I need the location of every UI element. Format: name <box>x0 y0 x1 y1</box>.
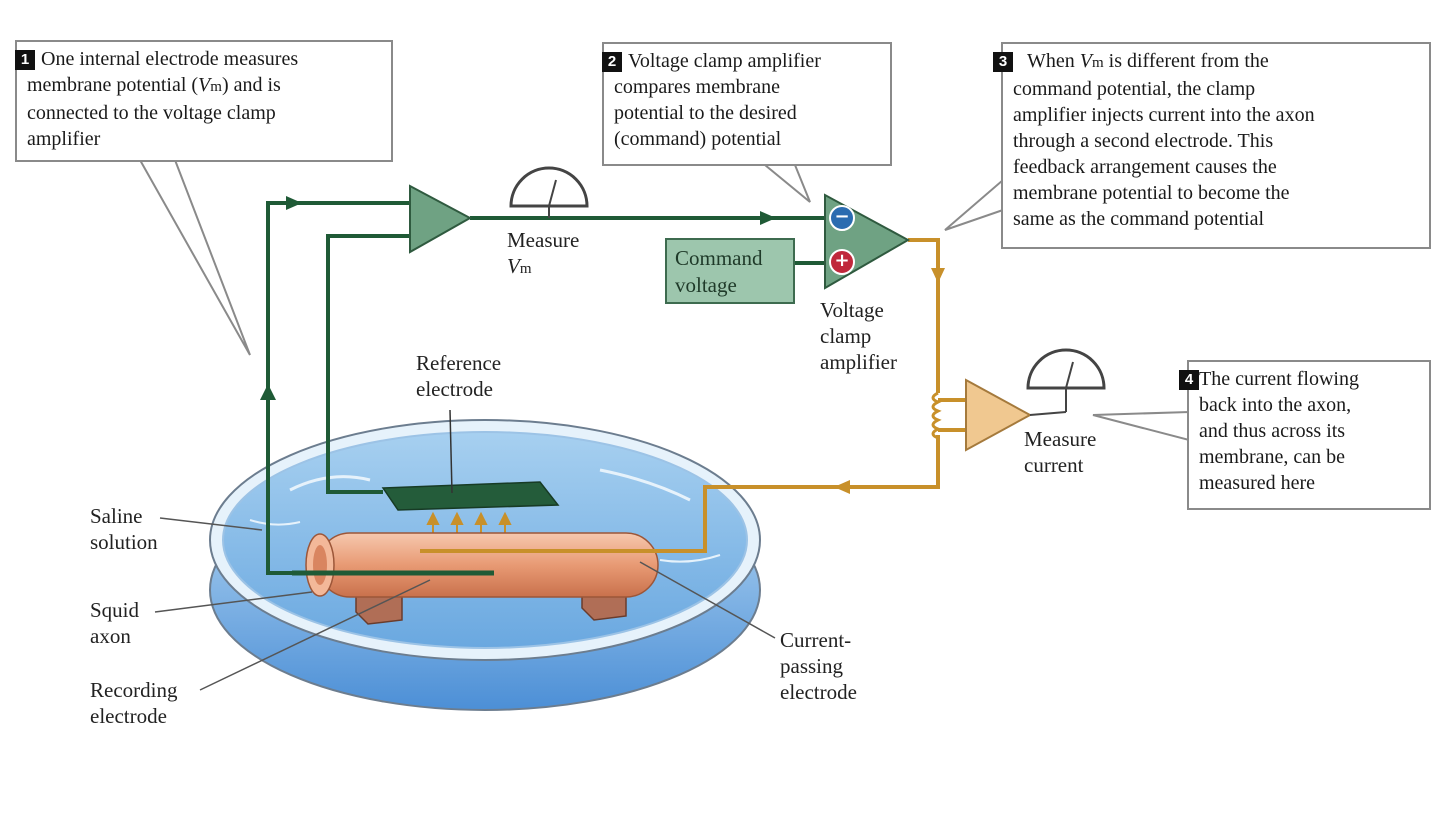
measure-vm-sub: m <box>519 261 532 277</box>
reference-line-1: Reference <box>416 351 502 375</box>
plus-badge <box>829 249 855 275</box>
callout-3-line-4: through a second electrode. This <box>1013 130 1274 152</box>
callout-3-line-5: feedback arrangement causes the <box>1013 156 1277 178</box>
callout-1-line-1: One internal electrode measures <box>41 48 299 70</box>
step-number-3: 3 <box>993 52 1013 72</box>
current-passing-line-3: electrode <box>780 680 857 704</box>
step-number-4: 4 <box>1179 370 1199 390</box>
current-arrows <box>426 511 512 540</box>
recording-electrode-label: Recording electrode <box>90 677 177 729</box>
squid-axon-label: Squid axon <box>90 597 139 649</box>
measure-current-label: Measure current <box>1024 426 1096 478</box>
callout-2-line-1: Voltage clamp amplifier <box>628 50 821 72</box>
orange-arrowheads <box>834 268 945 494</box>
current-passing-line-1: Current- <box>780 628 852 652</box>
squid-line-1: Squid <box>90 598 140 622</box>
label-leaders <box>154 517 776 691</box>
minus-sign: − <box>834 206 850 227</box>
callout-4-line-5: measured here <box>1199 472 1316 494</box>
saline-line-2: solution <box>90 530 158 554</box>
recording-line-2: electrode <box>90 704 167 728</box>
callout-4: 4 The current flowing back into the axon… <box>1179 360 1431 510</box>
callout-1-line-2a: membrane potential ( <box>27 74 199 96</box>
current-passing-line-2: passing <box>780 654 843 678</box>
amplifier-line-1: Voltage <box>820 298 884 322</box>
command-voltage-line-1: Command <box>675 246 763 270</box>
callout-3-vm: V <box>1079 50 1092 72</box>
vm-amplifier <box>409 184 473 254</box>
measure-current-line-2: current <box>1024 453 1084 477</box>
callout-3-line-1a: When <box>1027 50 1080 72</box>
command-voltage-line-2: voltage <box>675 273 737 297</box>
saline-line-1: Saline <box>90 504 143 528</box>
callout-3-line-1b: is different from the <box>1103 50 1269 72</box>
reference-electrode-label: Reference electrode <box>416 350 501 402</box>
callout-1-vm: V <box>198 74 211 96</box>
callout-3: 3 When Vm is different from the command … <box>993 42 1431 249</box>
callout-1: 1 One internal electrode measures membra… <box>15 40 393 162</box>
vm-meter-icon <box>509 166 589 218</box>
step-number-2: 2 <box>602 52 622 72</box>
reference-electrode-plate <box>381 409 560 511</box>
callout-2-line-3: potential to the desired <box>614 102 797 124</box>
callout-3-line-3: amplifier injects current into the axon <box>1013 104 1315 126</box>
callout-4-line-3: and thus across its <box>1199 420 1346 442</box>
squid-axon <box>292 532 660 598</box>
callout-3-vm-sub: m <box>1091 55 1104 71</box>
plus-sign: + <box>834 250 850 271</box>
callout-4-line-1: The current flowing <box>1199 368 1359 390</box>
callout-2: 2 Voltage clamp amplifier compares membr… <box>602 42 892 166</box>
amplifier-line-2: clamp <box>820 324 872 348</box>
amplifier-label: Voltage clamp amplifier <box>820 297 897 375</box>
callout-3-line-7: same as the command potential <box>1013 208 1265 230</box>
amplifier-line-3: amplifier <box>820 350 897 374</box>
step-number-1: 1 <box>15 50 35 70</box>
callout-2-line-4: (command) potential <box>614 128 782 150</box>
squid-line-2: axon <box>90 624 131 648</box>
recording-line-1: Recording <box>90 678 178 702</box>
callout-4-line-2: back into the axon, <box>1199 394 1352 416</box>
measure-vm-label: Measure Vm <box>507 227 579 282</box>
reference-line-2: electrode <box>416 377 493 401</box>
callout-1-line-4: amplifier <box>27 128 101 150</box>
command-voltage-box: Command voltage <box>665 238 795 304</box>
callout-1-vm-sub: m <box>210 79 222 95</box>
current-passing-electrode-label: Current- passing electrode <box>780 627 857 705</box>
current-meter-icon <box>1026 348 1106 416</box>
current-amplifier <box>965 378 1033 452</box>
measure-vm-symbol: V <box>507 254 520 278</box>
callout-3-line-6: membrane potential to become the <box>1013 182 1290 204</box>
callout-4-line-4: membrane, can be <box>1199 446 1346 468</box>
saline-solution-label: Saline solution <box>90 503 158 555</box>
minus-badge <box>829 205 855 231</box>
callout-2-line-2: compares membrane <box>614 76 781 98</box>
callout-1-line-2b: ) and is <box>221 74 281 96</box>
orange-wiring <box>660 238 966 553</box>
callout-1-line-3: connected to the voltage clamp <box>27 102 276 124</box>
measure-vm-line-1: Measure <box>507 228 580 252</box>
callout-3-line-2: command potential, the clamp <box>1013 78 1256 100</box>
green-arrowheads <box>260 196 776 400</box>
measure-current-line-1: Measure <box>1024 427 1097 451</box>
